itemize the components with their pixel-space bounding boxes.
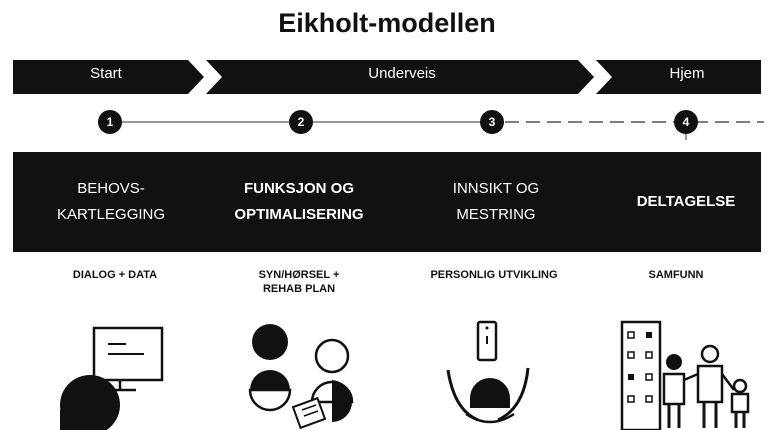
phase-label-underveis: Underveis (368, 65, 436, 82)
step-dot-3: 3 (480, 110, 504, 134)
stage-1: BEHOVS- KARTLEGGING (13, 152, 209, 252)
focus-1-line1: DIALOG + DATA (72, 269, 158, 281)
stage-2: FUNKSJON OG OPTIMALISERING (204, 152, 394, 252)
focus-4: SAMFUNN (596, 268, 756, 282)
diagram-title: Eikholt-modellen (278, 8, 496, 38)
step-dot-1: 1 (98, 110, 122, 134)
stage-3-line1: INNSIKT OG (452, 180, 540, 197)
focus-2: SYN/HØRSEL + REHAB PLAN (204, 268, 394, 296)
phase-arrow-hjem (596, 60, 761, 94)
phase-arrow-underveis (206, 60, 594, 94)
focus-4-line1: SAMFUNN (648, 269, 704, 281)
phase-label-start: Start (90, 65, 122, 82)
consultation-icon (248, 324, 354, 430)
stage-2-line2: OPTIMALISERING (234, 206, 364, 223)
focus-1: DIALOG + DATA (20, 268, 210, 282)
stage-1-line2: KARTLEGGING (56, 206, 166, 223)
focus-3-line1: PERSONLIG UTVIKLING (430, 269, 558, 281)
stage-3-line2: MESTRING (456, 206, 536, 223)
step-dot-4: 4 (674, 110, 698, 134)
stages-band (13, 152, 761, 252)
phase-arrow-start (13, 60, 204, 94)
phase-label-hjem: Hjem (669, 65, 705, 82)
focus-2-line2: REHAB PLAN (262, 283, 336, 295)
stage-4: DELTAGELSE (596, 152, 774, 252)
stage-4-line1: DELTAGELSE (636, 193, 736, 210)
stage-1-line1: BEHOVS- (77, 180, 145, 197)
step-dot-2: 2 (289, 110, 313, 134)
stage-3: INNSIKT OG MESTRING (398, 152, 594, 252)
focus-2-line1: SYN/HØRSEL + (258, 269, 340, 281)
family-city-icon (620, 320, 750, 430)
person-at-screen-icon (60, 326, 164, 430)
stage-2-line1: FUNKSJON OG (243, 180, 354, 197)
phase-arrows (13, 60, 761, 94)
person-with-cane-icon (446, 320, 530, 424)
focus-3: PERSONLIG UTVIKLING (396, 268, 592, 282)
